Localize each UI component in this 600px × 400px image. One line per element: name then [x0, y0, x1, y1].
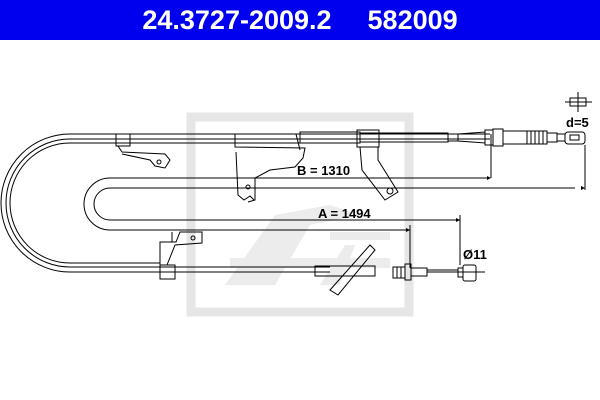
ate-watermark-glyph — [225, 205, 390, 285]
pin-diameter-label: d=5 — [566, 115, 589, 130]
title-bar: 24.3727-2009.2 582009 — [0, 0, 600, 40]
dimension-loop — [83, 177, 490, 231]
reference-number: 582009 — [367, 4, 458, 35]
ate-watermark — [186, 112, 414, 317]
cable-drawing: B = 1310 A = 1494 d=5 Ø11 — [0, 92, 592, 317]
dimension-a-label: A = 1494 — [318, 206, 371, 221]
bellows — [526, 130, 548, 145]
cable-outer-loop — [0, 133, 490, 273]
dimension-b-label: B = 1310 — [297, 163, 350, 178]
nipple-diameter-label: Ø11 — [463, 247, 487, 262]
lower-grommet — [329, 244, 376, 296]
part-number: 24.3727-2009.2 — [142, 4, 332, 35]
pin-symbol — [565, 92, 592, 112]
